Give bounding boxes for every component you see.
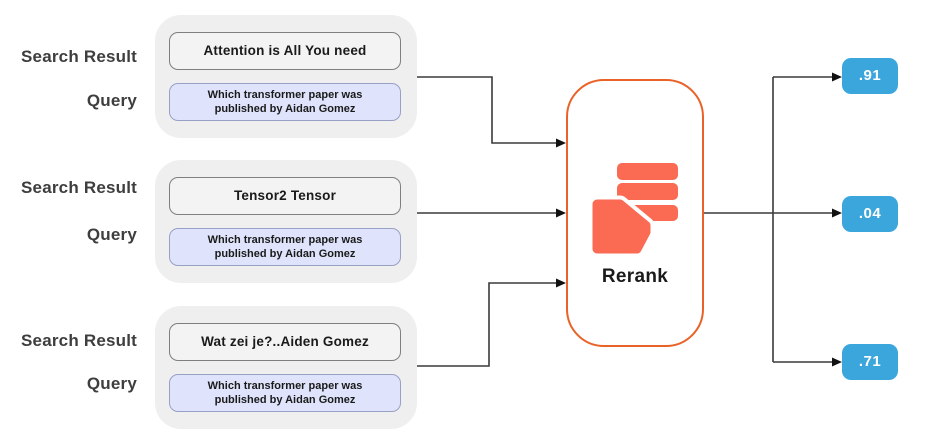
query-text-line2: published by Aidan Gomez [214, 247, 356, 260]
search-result-label-2: Search Result [21, 178, 137, 197]
input-card-1: Attention is All You need Which transfor… [155, 15, 417, 138]
arrow-card1-to-rerank [417, 76, 566, 148]
query-text-line1: Which transformer paper was [207, 380, 363, 392]
input-card-3: Wat zei je?..Aiden Gomez Which transform… [155, 306, 417, 429]
rerank-node: Rerank [566, 79, 704, 347]
search-result-box-2: Tensor2 Tensor [169, 177, 401, 215]
arrow-card3-to-rerank [417, 278, 566, 367]
query-label-1: Query [86, 91, 137, 110]
search-result-label-3: Search Result [21, 331, 137, 350]
query-text-line1: Which transformer paper was [207, 234, 363, 246]
search-result-box-3: Wat zei je?..Aiden Gomez [169, 323, 401, 361]
query-label-2: Query [86, 225, 137, 244]
search-result-label-1: Search Result [21, 47, 137, 66]
score-badge-2: .04 [842, 196, 898, 232]
query-text-line2: published by Aidan Gomez [214, 102, 356, 115]
query-label-3: Query [86, 374, 137, 393]
rerank-icon [588, 163, 678, 256]
query-box-1: Which transformer paper was published by… [169, 83, 401, 121]
score-badge-1: .91 [842, 58, 898, 94]
rerank-label: Rerank [601, 266, 669, 287]
query-text-line2: published by Aidan Gomez [214, 393, 356, 406]
search-result-box-1: Attention is All You need [169, 32, 401, 70]
input-card-2: Tensor2 Tensor Which transformer paper w… [155, 160, 417, 283]
score-badge-3: .71 [842, 344, 898, 380]
query-box-3: Which transformer paper was published by… [169, 374, 401, 412]
query-box-2: Which transformer paper was published by… [169, 228, 401, 266]
query-text-line1: Which transformer paper was [207, 89, 363, 101]
